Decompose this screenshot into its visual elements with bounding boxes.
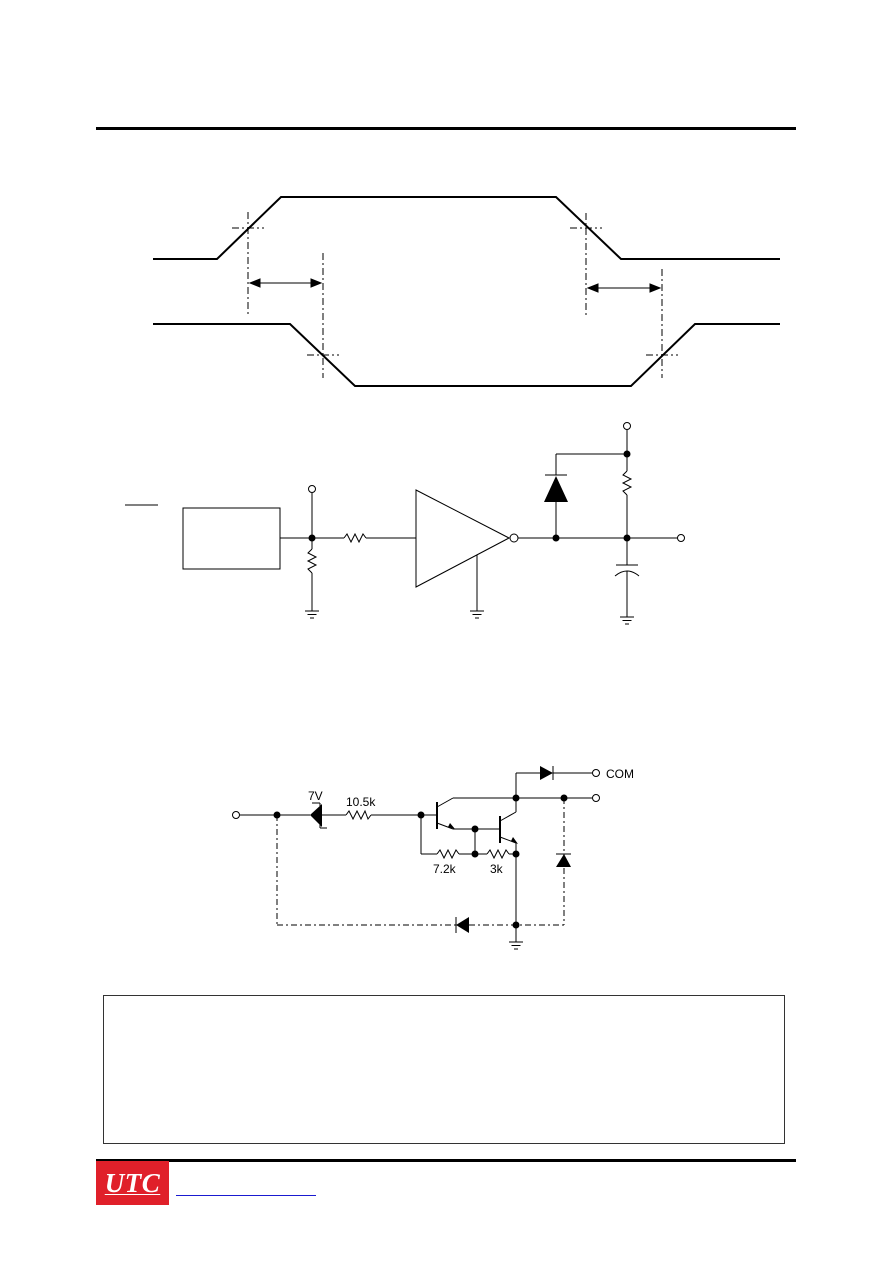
diode-icon bbox=[544, 476, 568, 502]
test-circuit bbox=[125, 422, 685, 625]
note-box bbox=[103, 995, 785, 1144]
diode-icon bbox=[556, 854, 571, 867]
resistor-icon bbox=[306, 548, 318, 574]
output-waveform bbox=[153, 323, 780, 387]
input-resistor-label: 10.5k bbox=[346, 795, 376, 809]
resistor-icon bbox=[436, 848, 460, 860]
resistor-icon bbox=[343, 532, 367, 544]
pulse-generator-box bbox=[182, 507, 281, 570]
diode-icon bbox=[540, 766, 553, 780]
bias-resistor-2-label: 3k bbox=[490, 862, 504, 876]
footer-rule bbox=[96, 1159, 796, 1162]
resistor-icon bbox=[345, 809, 372, 821]
header-rule bbox=[96, 127, 796, 130]
utc-logo: UTC bbox=[96, 1161, 169, 1205]
resistor-icon bbox=[621, 470, 633, 496]
buffer-icon bbox=[415, 489, 511, 588]
zener-voltage-label: 7V bbox=[308, 789, 323, 803]
resistor-icon bbox=[486, 848, 510, 860]
bias-resistor-1-label: 7.2k bbox=[433, 862, 457, 876]
logo-text: UTC bbox=[104, 1167, 161, 1198]
equivalent-circuit bbox=[232, 766, 600, 950]
com-terminal-label: COM bbox=[606, 767, 634, 781]
website-link[interactable] bbox=[176, 1195, 316, 1196]
zener-diode-icon bbox=[310, 804, 322, 827]
input-waveform bbox=[153, 196, 780, 260]
diode-icon bbox=[456, 917, 469, 933]
